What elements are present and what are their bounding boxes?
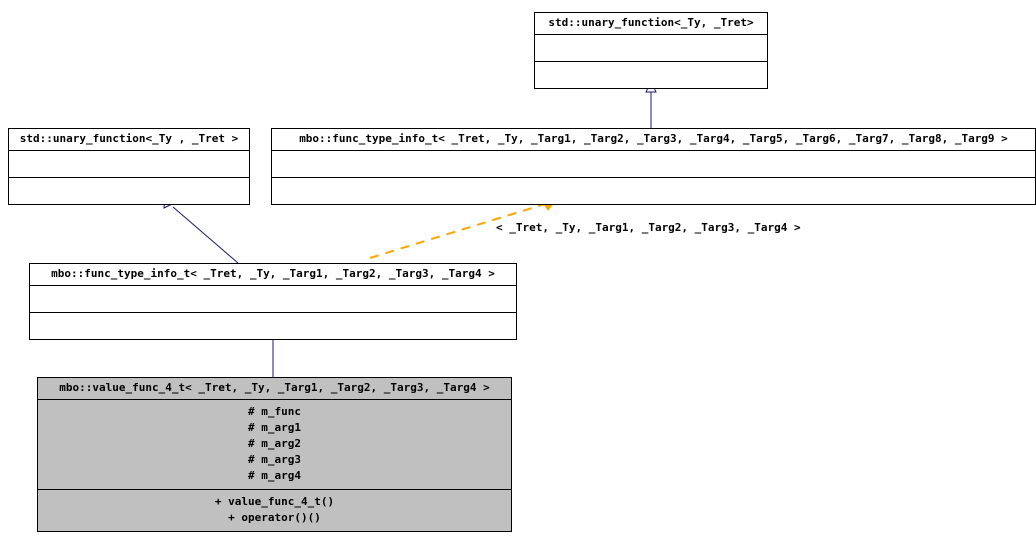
operations-compartment: [9, 178, 249, 204]
edge-generalization-fti4-to-stdleft: [163, 195, 239, 264]
class-node-value-func-4-t[interactable]: mbo::value_func_4_t< _Tret, _Ty, _Targ1,…: [37, 377, 512, 532]
class-node-std-unary-function-left[interactable]: std::unary_function<_Ty , _Tret >: [8, 128, 250, 205]
compartment-divider: [535, 61, 767, 62]
class-node-std-unary-function-top[interactable]: std::unary_function<_Ty, _Tret>: [534, 12, 768, 89]
compartment-divider: [9, 177, 249, 178]
class-attribute: # m_arg4: [248, 469, 301, 482]
attributes-compartment: [535, 35, 767, 61]
attributes-compartment: [30, 286, 516, 312]
compartment-divider: [38, 489, 511, 490]
attributes-compartment: [9, 151, 249, 177]
class-attribute: # m_arg3: [248, 453, 301, 466]
compartment-divider: [38, 399, 511, 400]
class-operation: + value_func_4_t(): [214, 495, 335, 508]
operations-compartment: [535, 62, 767, 88]
compartment-divider: [535, 34, 767, 35]
compartment-divider: [30, 312, 516, 313]
attributes-compartment: [272, 151, 1035, 177]
compartment-divider: [272, 177, 1035, 178]
class-attribute: # m_arg2: [248, 437, 301, 450]
class-attribute: # m_arg1: [248, 421, 301, 434]
class-title: std::unary_function<_Ty, _Tret>: [548, 16, 754, 29]
operations-compartment: + value_func_4_t() + operator()(): [38, 490, 511, 531]
attributes-compartment: # m_func # m_arg1 # m_arg2 # m_arg3 # m_arg4: [38, 400, 511, 489]
compartment-divider: [272, 150, 1035, 151]
class-operation: + operator()(): [228, 511, 321, 524]
edge-label-instantiation: < _Tret, _Ty, _Targ1, _Targ2, _Targ3, _T…: [496, 221, 801, 234]
class-title: mbo::func_type_info_t< _Tret, _Ty, _Targ…: [51, 267, 495, 280]
class-node-func-type-info-t-4args[interactable]: mbo::func_type_info_t< _Tret, _Ty, _Targ…: [29, 263, 517, 340]
operations-compartment: [30, 313, 516, 339]
class-title: std::unary_function<_Ty , _Tret >: [19, 132, 239, 145]
class-attribute: # m_func: [248, 405, 301, 418]
operations-compartment: [272, 178, 1035, 204]
class-node-func-type-info-t-9args[interactable]: mbo::func_type_info_t< _Tret, _Ty, _Targ…: [271, 128, 1036, 205]
compartment-divider: [9, 150, 249, 151]
class-title: mbo::value_func_4_t< _Tret, _Ty, _Targ1,…: [59, 381, 490, 394]
class-title: mbo::func_type_info_t< _Tret, _Ty, _Targ…: [299, 132, 1008, 145]
compartment-divider: [30, 285, 516, 286]
